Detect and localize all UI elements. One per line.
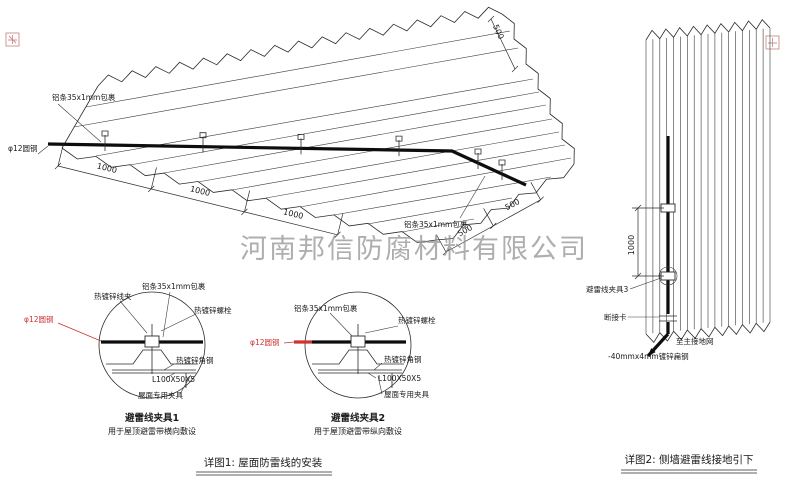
label-round-steel: φ12圆钢 <box>8 143 38 153</box>
angle-steel-2 <box>318 369 402 388</box>
detail2-subtitle: 用于屋顶避雷带纵向敷设 <box>314 426 402 436</box>
wall-top-corrugation <box>645 19 771 41</box>
label-bolt-2: 热镀锌螺栓 <box>398 315 436 325</box>
lightning-wire <box>47 142 527 187</box>
label-al-strip-top: 铝条35x1mm包裹 <box>52 92 116 102</box>
wall-dimension-1000: 1000 <box>627 204 664 280</box>
roof-profile-1 <box>106 349 198 365</box>
roof-front-edge-corrugation <box>61 147 437 244</box>
roof-isometric-drawing: 1000 1000 1000 500 500 500 铝条35x1mm包裹 φ1… <box>8 6 575 256</box>
label-round-steel-2: φ12圆钢 <box>250 337 280 347</box>
label-bolt-1: 热镀锌螺栓 <box>194 305 232 315</box>
label-al-strip-1: 铝条35x1mm包裹 <box>142 281 206 291</box>
dimension-500-top: 500 <box>487 15 519 73</box>
red-leader-2 <box>283 341 295 344</box>
leaders-2 <box>329 312 399 395</box>
leader-round-steel <box>37 145 49 155</box>
label-round-steel-1: φ12圆钢 <box>24 314 54 324</box>
label-angle-steel-1: 热镀锌角钢 <box>176 355 214 365</box>
caption-fig2-underline <box>621 469 757 474</box>
label-to-ground: 至主接地网 <box>676 336 714 346</box>
label-angle-spec-1: L100X50X5 <box>152 375 195 384</box>
roof-right-end-corrugation <box>501 13 575 165</box>
disconnect-link <box>659 315 677 322</box>
stamp-mark-top-right <box>765 35 780 50</box>
wall-dim-1000: 1000 <box>627 235 636 255</box>
caption-fig2: 详图2: 侧墙避雷线接地引下 <box>624 453 753 466</box>
caption-fig1-underline <box>196 471 332 476</box>
wall-drawing: 1000 避雷线夹具3 断接卡 至主接地网 -40mmx4mm镀锌扁钢 <box>586 19 771 361</box>
label-roof-clamp-1: 屋面专用夹具 <box>138 390 183 400</box>
label-disconnect: 断接卡 <box>604 312 627 322</box>
caption-fig1: 详图1: 屋面防雷线的安装 <box>204 456 323 469</box>
clamp-body-1 <box>144 335 160 348</box>
watermark-text: 河南邦信防腐材料有限公司 <box>240 234 588 265</box>
detail-clamp-1: 热镀锌线夹 铝条35x1mm包裹 热镀锌螺栓 φ12圆钢 热镀锌角钢 L100X… <box>24 281 232 436</box>
roof-rib-lines <box>73 30 572 233</box>
down-conductor <box>646 136 670 358</box>
dim-500-c: 500 <box>491 23 506 41</box>
wall-leaders <box>628 277 662 318</box>
detail-circle-1 <box>98 291 206 399</box>
label-clamp3: 避雷线夹具3 <box>586 284 628 294</box>
dimension-chain-1000: 1000 1000 1000 <box>54 144 344 239</box>
dim-1000-b: 1000 <box>189 184 211 198</box>
ground-arrowhead <box>648 348 656 356</box>
detail2-title: 避雷线夹具2 <box>331 412 385 424</box>
stamp-mark-top-left <box>5 32 20 47</box>
label-angle-spec-2: L100X50X5 <box>378 374 421 383</box>
label-angle-steel-2: 热镀锌角钢 <box>384 354 422 364</box>
roof-back-edge-corrugation <box>97 6 503 87</box>
angle-steel-1 <box>112 369 196 388</box>
label-al-strip-2: 铝条35x1mm包裹 <box>294 303 358 313</box>
roof-front-right-edge-corrugation <box>435 163 575 241</box>
leaders-1 <box>119 291 197 395</box>
clamp-body-2 <box>350 335 366 348</box>
captions: 详图1: 屋面防雷线的安装 详图2: 侧墙避雷线接地引下 <box>196 453 757 476</box>
roof-profile-2 <box>312 349 404 365</box>
wall-rib-lines <box>645 28 771 334</box>
detail1-subtitle: 用于屋顶避雷带横向敷设 <box>108 426 196 436</box>
detail-circle-2 <box>304 291 412 399</box>
dim-1000-a: 1000 <box>96 161 118 175</box>
label-flat-steel: -40mmx4mm镀锌扁钢 <box>608 351 689 361</box>
label-roof-clamp-2: 屋面专用夹具 <box>384 389 429 399</box>
dimension-chain-500: 500 500 <box>435 182 544 256</box>
label-galv-clamp-1: 热镀锌线夹 <box>94 291 132 301</box>
dim-1000-c: 1000 <box>282 207 304 221</box>
detail-clamp-2: 铝条35x1mm包裹 热镀锌螺栓 φ12圆钢 热镀锌角钢 L100X50X5 屋… <box>250 291 436 436</box>
roof-left-end-edge <box>61 85 99 149</box>
red-leader-1 <box>57 322 102 342</box>
detail1-title: 避雷线夹具1 <box>125 412 179 424</box>
wire-clamp-marks <box>101 130 506 180</box>
wall-bottom-corrugation <box>645 321 771 343</box>
leader-al-strip-right <box>459 175 486 219</box>
label-al-strip-right: 铝条35x1mm包裹 <box>404 219 468 229</box>
leader-al-strip-top <box>57 103 102 143</box>
